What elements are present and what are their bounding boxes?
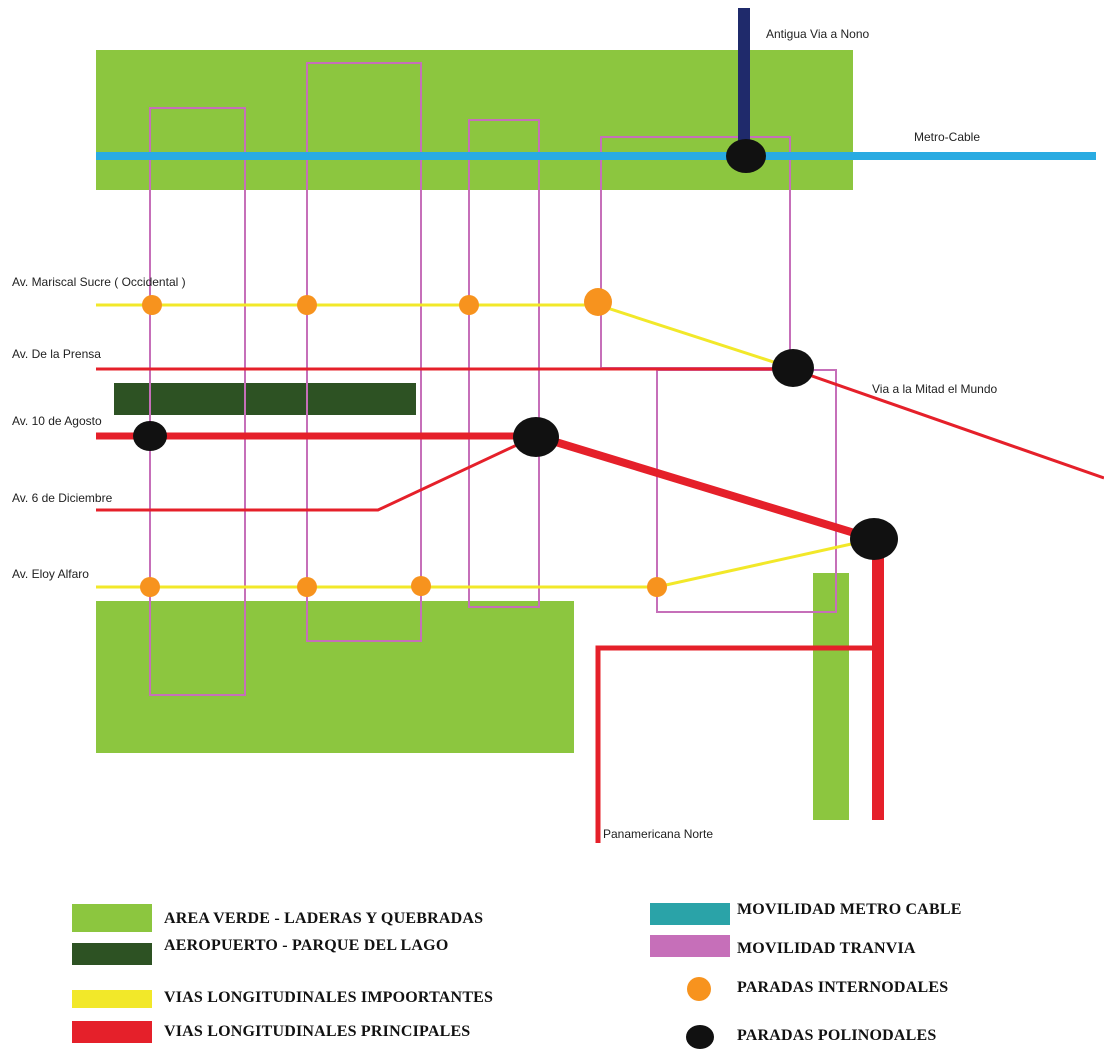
- label-av-eloy-alfaro: Av. Eloy Alfaro: [12, 567, 89, 581]
- airport-park-area: [114, 383, 416, 415]
- legend-label-vias-principales: VIAS LONGITUDINALES PRINCIPALES: [164, 1023, 471, 1040]
- internodal-stop: [584, 288, 612, 316]
- internodal-stop: [297, 295, 317, 315]
- av-eloy-alfaro-road: [96, 537, 875, 589]
- legend-swatch-vias-principales: [72, 1021, 152, 1043]
- legend-label-paradas-polinodales: PARADAS POLINODALES: [737, 1027, 937, 1044]
- label-av-de-la-prensa: Av. De la Prensa: [12, 347, 101, 361]
- via-mitad-mundo-road: [791, 367, 1104, 480]
- polynodal-stop: [726, 139, 766, 173]
- legend-swatch-aeropuerto: [72, 943, 152, 965]
- red-roads: [96, 367, 1104, 843]
- internodal-stop: [142, 295, 162, 315]
- legend-label-vias-importantes: VIAS LONGITUDINALES IMPOORTANTES: [164, 989, 494, 1006]
- internodal-stop: [297, 577, 317, 597]
- legend-swatch-metro-cable: [650, 903, 730, 925]
- yellow-roads: [96, 303, 875, 589]
- label-av-mariscal-sucre: Av. Mariscal Sucre ( Occidental ): [12, 275, 186, 289]
- av-6-diciembre-road: [96, 434, 537, 512]
- legend-dot-internodal: [687, 977, 711, 1001]
- panamericana-norte-road: [595, 645, 878, 843]
- green-area-strip: [813, 573, 849, 820]
- legend-label-paradas-internodales: PARADAS INTERNODALES: [737, 979, 949, 996]
- label-panamericana-norte: Panamericana Norte: [603, 827, 714, 841]
- polynodal-stop: [133, 421, 167, 451]
- legend-dot-polinodal: [686, 1025, 714, 1049]
- label-av-6-diciembre: Av. 6 de Diciembre: [12, 491, 113, 505]
- label-antigua-via-nono: Antigua Via a Nono: [766, 27, 870, 41]
- internodal-stop: [647, 577, 667, 597]
- tram-loop-3: [468, 119, 540, 608]
- polynodal-stop: [513, 417, 559, 457]
- tram-lines: [149, 62, 837, 696]
- polynodal-stop: [772, 349, 814, 387]
- legend-swatch-tranvia: [650, 935, 730, 957]
- label-via-mitad-mundo: Via a la Mitad el Mundo: [872, 382, 998, 396]
- tram-loop-2: [306, 62, 422, 642]
- internodal-stop: [140, 577, 160, 597]
- internodal-stop: [411, 576, 431, 596]
- internodal-stop: [459, 295, 479, 315]
- av-mariscal-sucre-road: [96, 303, 793, 370]
- legend-label-area-verde: AREA VERDE - LADERAS Y QUEBRADAS: [164, 910, 484, 927]
- label-metro-cable: Metro-Cable: [914, 130, 981, 144]
- tram-loop-1: [149, 107, 246, 696]
- legend-swatch-area-verde: [72, 904, 152, 932]
- polynodal-stop: [850, 518, 898, 560]
- legend-label-metro-cable: MOVILIDAD METRO CABLE: [737, 901, 962, 918]
- polynodal-stops: [133, 139, 898, 560]
- legend-label-aeropuerto: AEROPUERTO - PARQUE DEL LAGO: [164, 937, 449, 954]
- label-av-10-agosto: Av. 10 de Agosto: [12, 414, 102, 428]
- legend-swatch-vias-importantes: [72, 990, 152, 1008]
- internodal-stops: [140, 288, 667, 597]
- tram-loop-5: [656, 369, 837, 613]
- av-10-agosto-diagonal: [534, 432, 876, 543]
- legend-label-tranvia: MOVILIDAD TRANVIA: [737, 940, 916, 957]
- green-area-bottom: [96, 601, 574, 753]
